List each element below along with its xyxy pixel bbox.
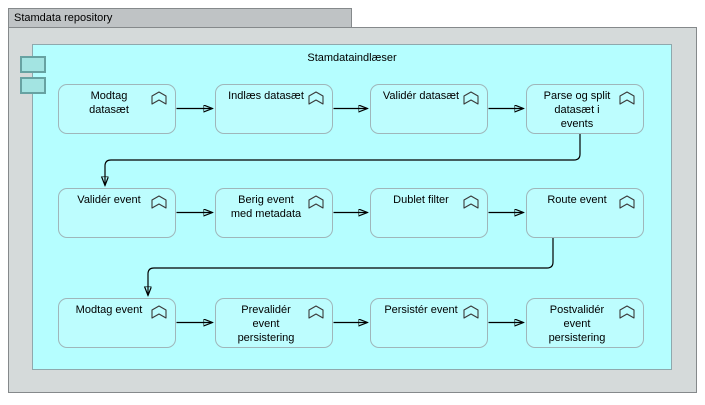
process-box-berig-event[interactable]: Berig event med metadata [215, 188, 333, 238]
process-box-indlaes-datasaet[interactable]: Indlæs datasæt [215, 84, 333, 134]
process-label: Validér event [77, 194, 141, 206]
component-icon [20, 56, 46, 73]
process-box-dublet-filter[interactable]: Dublet filter [370, 188, 488, 238]
function-icon [151, 305, 167, 319]
function-icon [308, 305, 324, 319]
group-title: Stamdata repository [14, 12, 113, 24]
component-title: Stamdataindlæser [307, 52, 397, 64]
function-icon [619, 195, 635, 209]
process-label: Indlæs datasæt [228, 90, 304, 102]
process-box-modtag-datasaet[interactable]: Modtag datasæt [58, 84, 176, 134]
process-box-prevalider-event-persistering[interactable]: Prevalidér event persistering [215, 298, 333, 348]
process-label: Parse og split datasæt i events [543, 90, 611, 130]
group-tab-stamdata-repository[interactable]: Stamdata repository [8, 8, 352, 28]
function-icon [619, 91, 635, 105]
process-label: Dublet filter [393, 194, 449, 206]
function-icon [151, 91, 167, 105]
process-box-persister-event[interactable]: Persistér event [370, 298, 488, 348]
process-box-valider-datasaet[interactable]: Validér datasæt [370, 84, 488, 134]
function-icon [463, 91, 479, 105]
function-icon [308, 195, 324, 209]
process-box-modtag-event[interactable]: Modtag event [58, 298, 176, 348]
function-icon [463, 305, 479, 319]
process-label: Validér datasæt [382, 90, 460, 102]
process-box-valider-event[interactable]: Validér event [58, 188, 176, 238]
process-label: Postvalidér event persistering [548, 304, 606, 344]
component-icon [20, 77, 46, 94]
process-label: Prevalidér event persistering [237, 304, 295, 344]
process-box-postvalider-event-persistering[interactable]: Postvalidér event persistering [526, 298, 644, 348]
function-icon [463, 195, 479, 209]
process-label: Modtag datasæt [89, 90, 129, 116]
process-label: Persistér event [384, 304, 458, 316]
process-label: Berig event med metadata [230, 194, 302, 220]
process-box-parse-og-split[interactable]: Parse og split datasæt i events [526, 84, 644, 134]
process-label: Modtag event [75, 304, 143, 316]
function-icon [619, 305, 635, 319]
function-icon [151, 195, 167, 209]
function-icon [308, 91, 324, 105]
process-label: Route event [547, 194, 607, 206]
process-box-route-event[interactable]: Route event [526, 188, 644, 238]
